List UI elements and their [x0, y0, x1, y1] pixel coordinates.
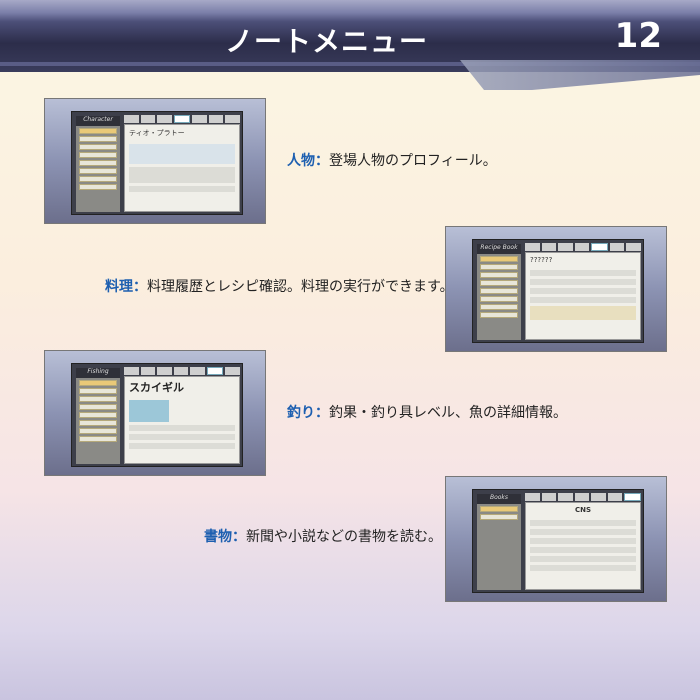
panel-title: Fishing	[76, 368, 120, 378]
shot-heading: スカイギル	[129, 381, 184, 394]
shot-heading: ティオ・プラトー	[129, 129, 185, 137]
header-divider	[0, 62, 700, 66]
caption-books: 書物：新聞や小説などの書物を読む。	[204, 529, 442, 545]
shot-heading: CNS	[574, 506, 592, 514]
caption-character: 人物：登場人物のプロフィール。	[287, 153, 497, 169]
header-decoration	[460, 60, 700, 90]
panel-title: Books	[477, 494, 521, 504]
screenshot-character: Character ティオ・プラトー	[44, 98, 266, 224]
screenshot-fishing: Fishing スカイギル	[44, 350, 266, 476]
page-title: ノートメニュー	[225, 25, 429, 58]
page-number: 12	[614, 16, 662, 56]
screenshot-books: Books CNS	[445, 476, 667, 602]
caption-recipe: 料理：料理履歴とレシピ確認。料理の実行ができます。	[105, 279, 454, 295]
panel-title: Recipe Book	[477, 244, 521, 254]
screenshot-recipe: Recipe Book ??????	[445, 226, 667, 352]
caption-fishing: 釣り：釣果・釣り具レベル、魚の詳細情報。	[287, 405, 567, 421]
shot-heading: ??????	[530, 256, 553, 264]
panel-title: Character	[76, 116, 120, 126]
page-header: ノートメニュー 12	[0, 0, 700, 90]
